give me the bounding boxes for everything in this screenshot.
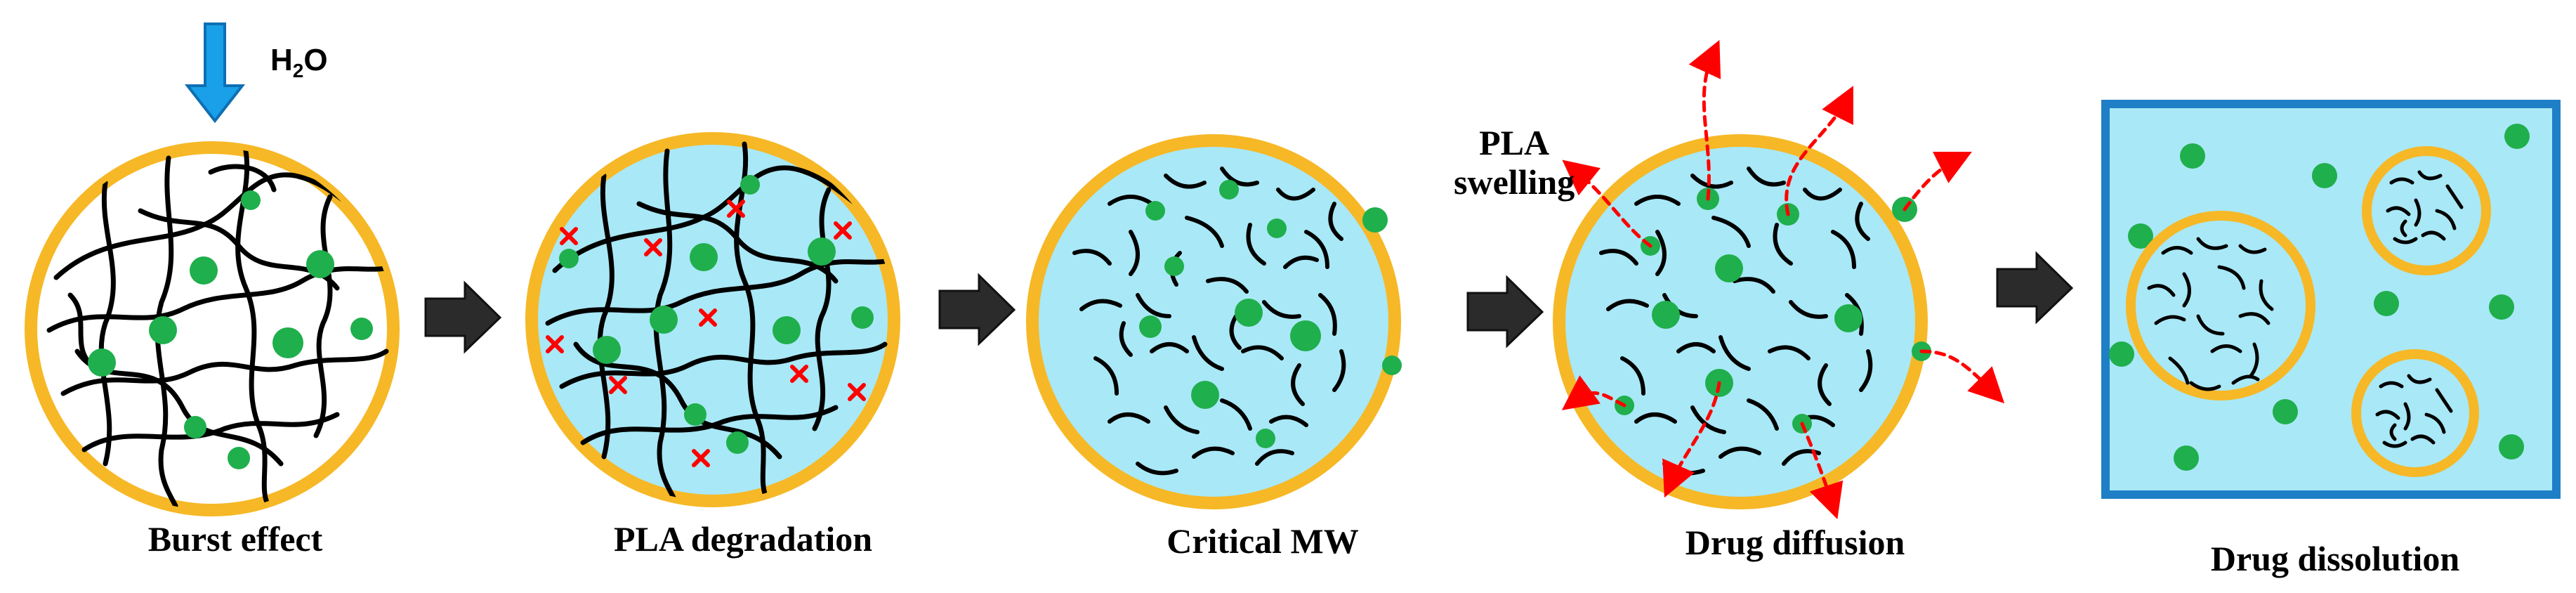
polymer-fragments — [2147, 237, 2274, 391]
stage-burst-effect — [25, 141, 400, 516]
free-drug-particles — [2109, 124, 2530, 471]
swollen-particle-large — [2126, 211, 2315, 400]
polymer-network — [545, 141, 894, 501]
polymer-fragments — [2386, 170, 2464, 245]
step-arrow-3-icon — [1466, 275, 1544, 348]
drug-particles — [559, 175, 874, 454]
step-arrow-2-icon — [938, 273, 1016, 346]
stage-drug-diffusion — [1553, 39, 2005, 519]
caption-burst-effect: Burst effect — [147, 519, 323, 559]
caption-drug-dissolution: Drug dissolution — [2210, 539, 2460, 578]
caption-critical-mw: Critical MW — [1167, 521, 1359, 561]
drug-particles — [88, 190, 373, 469]
drug-particles — [1139, 180, 1402, 448]
swollen-particle-lower — [2351, 349, 2479, 477]
swollen-particle-upper — [2362, 146, 2491, 275]
swelling-label-line2: swelling — [1454, 162, 1575, 202]
release-arrows — [1561, 39, 2005, 519]
caption-drug-diffusion: Drug diffusion — [1685, 523, 1905, 562]
scission-marks — [546, 200, 866, 467]
swelling-label: PLA swelling — [1454, 123, 1575, 202]
polymer-fragments — [1072, 167, 1346, 476]
swelling-label-line1: PLA — [1479, 123, 1550, 162]
caption-pla-degradation: PLA degradation — [613, 519, 873, 559]
polymer-fragments — [2375, 374, 2453, 448]
stage-drug-dissolution — [2101, 100, 2561, 499]
stage-critical-mw — [1026, 134, 1402, 509]
step-arrow-1-icon — [424, 280, 502, 354]
step-arrow-4-icon — [1996, 251, 2074, 325]
polymer-network — [46, 148, 393, 509]
water-arrow-icon — [184, 22, 246, 124]
stage-pla-degradation — [525, 132, 900, 507]
polymer-fragments — [1599, 167, 1873, 476]
water-label: H2O — [270, 43, 328, 82]
